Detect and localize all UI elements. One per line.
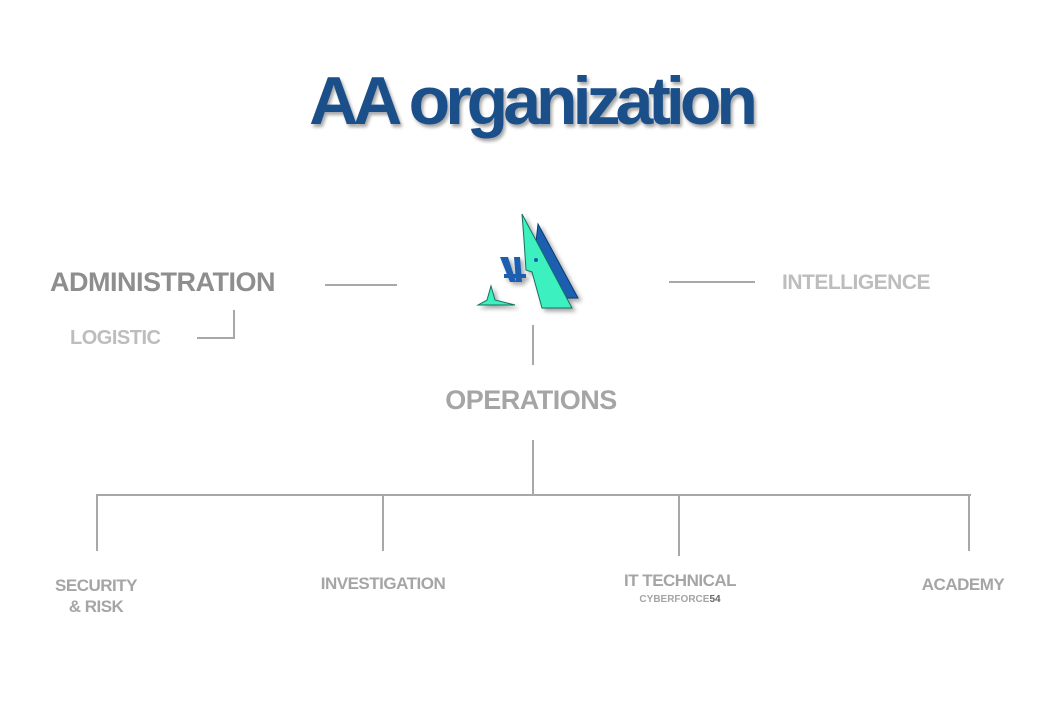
node-academy: ACADEMY [921, 575, 1005, 594]
node-operations: OPERATIONS [445, 385, 617, 415]
node-security-line1: SECURITY [55, 576, 137, 595]
page-title: AA organization [309, 63, 758, 139]
connector-line [382, 494, 384, 551]
node-investigation: INVESTIGATION [320, 574, 446, 593]
connector-line [968, 494, 970, 551]
cyberforce-prefix: CYBERFORCE [639, 594, 710, 605]
connector-line [532, 325, 534, 365]
node-security-risk: SECURITY & RISK [55, 575, 137, 617]
connector-line [197, 337, 235, 339]
cyberforce-suffix: 54 [709, 594, 721, 605]
connector-line [678, 494, 680, 556]
connector-bus [96, 494, 971, 496]
node-administration: ADMINISTRATION [50, 267, 275, 297]
connector-line [233, 310, 235, 339]
connector-line [96, 494, 98, 551]
node-security-line2: & RISK [68, 597, 124, 616]
node-logistic: LOGISTIC [70, 327, 161, 349]
node-intelligence: INTELLIGENCE [782, 271, 931, 294]
organization-logo [476, 213, 579, 309]
connector-line [532, 440, 534, 495]
connector-line [325, 284, 397, 286]
node-it-technical: IT TECHNICAL CYBERFORCE54 [623, 571, 737, 605]
connector-line [669, 281, 755, 283]
cyberforce-label: CYBERFORCE54 [624, 594, 736, 605]
node-it-technical-label: IT TECHNICAL [623, 571, 737, 590]
